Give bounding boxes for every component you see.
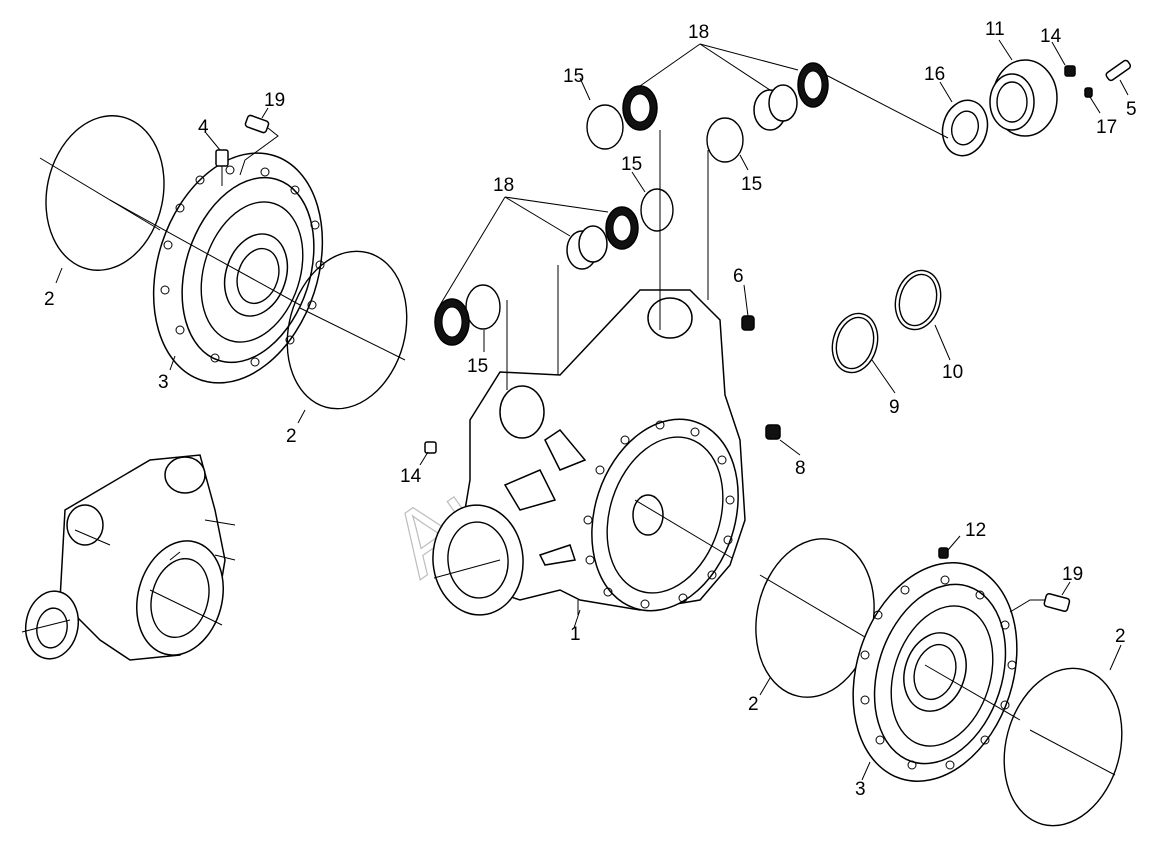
bushing-18-mid [566,225,608,270]
plug-19-left [239,114,279,176]
o-ring-left-outer [39,115,165,271]
callout-1: 1 [570,624,581,645]
cover-left [109,152,325,384]
nut-12 [938,547,949,559]
callout-14-top: 14 [1040,26,1062,47]
callout-10: 10 [942,362,963,383]
callout-15-c: 15 [621,154,642,175]
callout-19-left: 19 [264,90,285,111]
plug-6 [741,315,755,331]
callout-15-d: 15 [467,356,488,377]
callout-2-left-outer: 2 [44,289,55,310]
callout-4: 4 [198,117,209,138]
o-ring-left-inner [286,250,408,410]
callout-3-right: 3 [855,779,866,800]
gasket-16 [941,99,989,157]
callout-3-left: 3 [158,372,169,393]
callout-2-right-outer: 2 [1115,626,1126,647]
o-ring-15-b [706,117,744,163]
callout-labels: 2 3 4 19 2 1 18 15 15 15 18 15 6 8 9 10 … [44,19,1137,800]
nut-14-left [424,441,437,454]
o-ring-15-a [586,104,624,150]
callout-12: 12 [965,520,986,541]
callout-6: 6 [733,266,744,287]
callout-5: 5 [1126,99,1137,120]
callout-19-right: 19 [1062,564,1083,585]
breather-4 [215,149,229,186]
o-ring-right-outer [1003,667,1123,827]
callout-14-left: 14 [400,466,422,487]
o-ring-15-c [640,188,674,232]
seal-18-mid [605,206,639,250]
nut-14-top [1064,65,1076,77]
callout-18-mid: 18 [493,175,514,196]
screw-5 [1105,59,1132,82]
plug-8 [765,424,781,440]
snap-ring-10 [894,269,942,331]
callout-15-a: 15 [563,66,584,87]
leader-lines [55,39,1129,781]
nut-17 [1084,87,1093,98]
callout-8: 8 [795,458,806,479]
callout-9: 9 [889,397,900,418]
seal-18-lower [434,298,470,346]
callout-18-top: 18 [688,22,709,43]
o-ring-15-d [465,284,501,330]
flange-11 [989,59,1058,137]
housing-main [432,289,746,616]
cover-right [852,562,1021,782]
seal-18-upper-right [797,62,829,108]
callout-15-b: 15 [741,174,762,195]
callout-17: 17 [1096,117,1117,138]
seal-18-upper-left [622,85,658,131]
bushing-18-upper [753,84,798,131]
callout-2-left-inner: 2 [286,426,297,447]
housing-reference-view [21,454,236,661]
snap-ring-9 [831,312,879,374]
callout-2-right-inner: 2 [748,694,759,715]
callout-16: 16 [924,64,945,85]
callout-11: 11 [985,19,1005,40]
plug-19-right [1009,593,1071,613]
